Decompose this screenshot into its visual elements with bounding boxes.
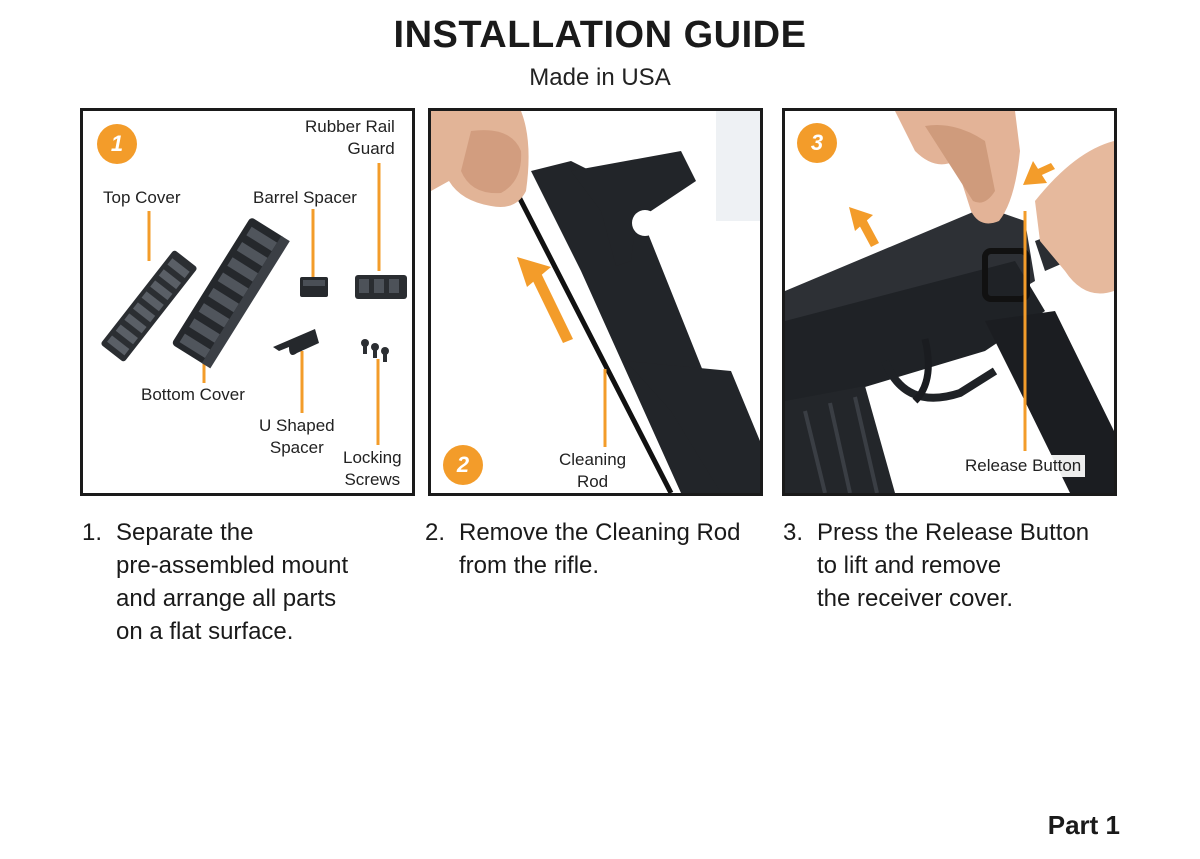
step-1-number: 1.	[82, 519, 103, 546]
label-top-cover: Top Cover	[103, 188, 181, 207]
page-title: INSTALLATION GUIDE	[393, 14, 807, 56]
label-locking-screws: Locking Screws	[343, 448, 402, 489]
step-2-text: Remove the Cleaning Rod from the rifle.	[459, 519, 741, 579]
step-1-illustration-panel: 1 Rubber Rail Guard Top Cover Barrel Spa…	[80, 108, 415, 496]
direction-arrow	[517, 257, 573, 343]
rubber-rail-guard-part	[355, 275, 407, 299]
step-1-badge: 1	[97, 124, 137, 164]
press-arrow	[1023, 161, 1055, 185]
step-3-number: 3.	[783, 519, 804, 546]
right-hand	[1035, 141, 1114, 294]
label-release-button: Release Button	[961, 455, 1086, 477]
locking-screws-part	[361, 339, 389, 362]
label-bottom-cover: Bottom Cover	[141, 385, 245, 404]
label-rubber-rail-guard: Rubber Rail Guard	[305, 117, 395, 158]
label-u-shaped-spacer: U Shaped Spacer	[259, 416, 335, 457]
mount-parts-illustration	[101, 163, 407, 445]
cleaning-rod-illustration	[431, 111, 760, 493]
rifle-receiver	[785, 207, 1114, 493]
step-2-badge: 2	[443, 445, 483, 485]
step-3-text: Press the Release Button to lift and rem…	[817, 519, 1090, 612]
sleeve	[716, 111, 760, 221]
label-barrel-spacer: Barrel Spacer	[253, 188, 357, 207]
u-shaped-spacer-part	[273, 329, 319, 355]
top-cover-part	[101, 250, 197, 362]
step-2-number: 2.	[425, 519, 446, 546]
step-2-illustration-panel: 2 Cleaning Rod	[428, 108, 763, 496]
rifle-front-sight	[531, 151, 760, 493]
bottom-cover-part	[172, 218, 290, 369]
step-3-badge: 3	[797, 123, 837, 163]
lift-arrow	[849, 207, 879, 247]
page-subtitle: Made in USA	[529, 64, 671, 91]
label-cleaning-rod: Cleaning Rod	[559, 450, 627, 491]
step-1-text: Separate the pre-assembled mount and arr…	[116, 519, 349, 645]
part-number-label: Part 1	[1047, 810, 1120, 840]
cleaning-rod	[514, 191, 674, 493]
step-3-illustration-panel: 3 Release Button	[782, 108, 1117, 496]
release-button-illustration	[785, 111, 1114, 493]
barrel-spacer-part	[300, 277, 328, 297]
